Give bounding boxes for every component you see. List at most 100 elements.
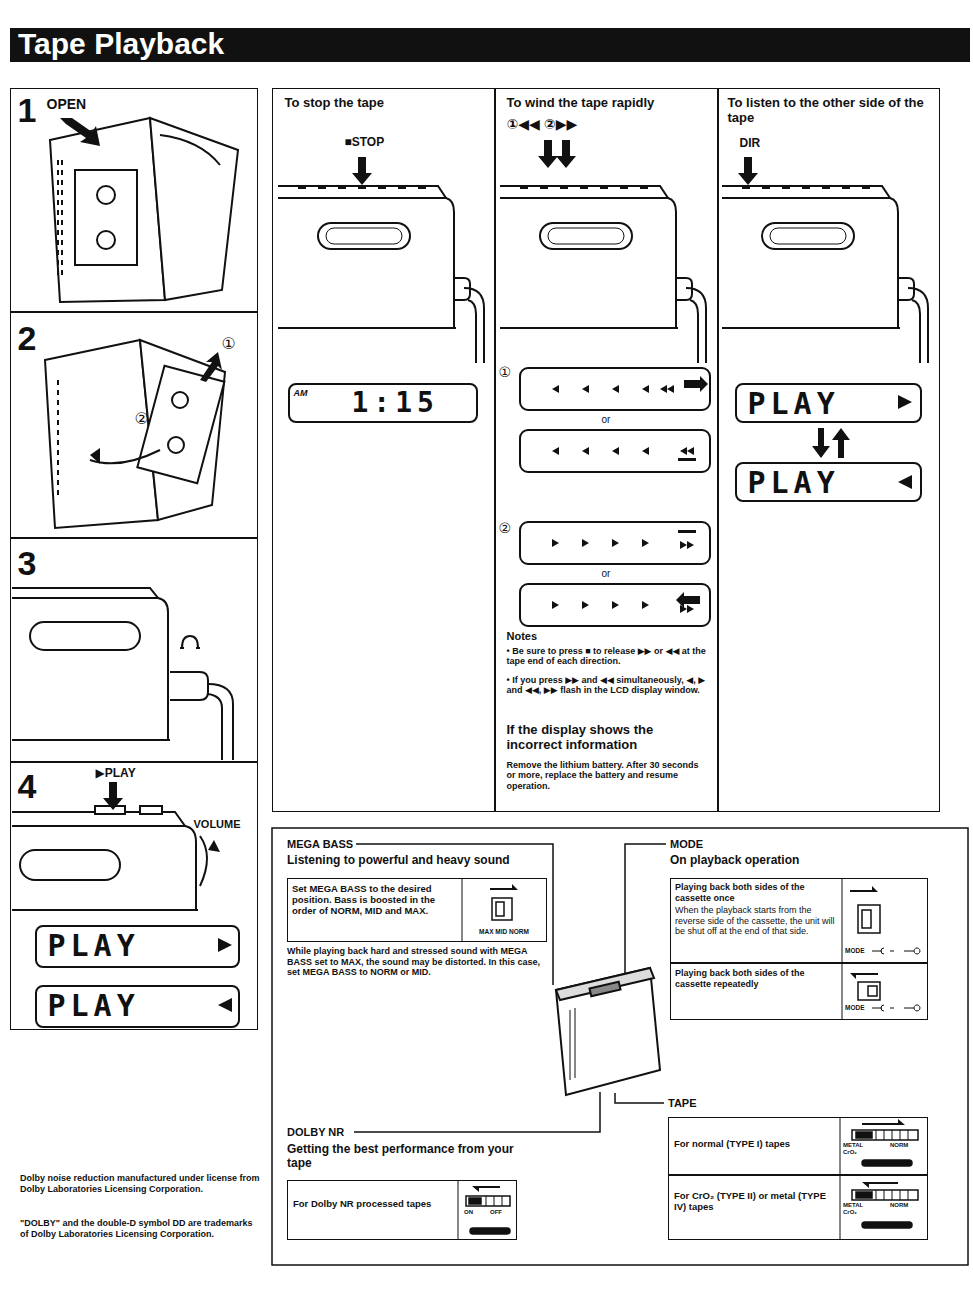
drawing-stroke bbox=[50, 118, 165, 302]
node-heading: To listen to the other side of the tape bbox=[728, 95, 933, 126]
node-text: ① bbox=[499, 364, 517, 381]
step1-open-player bbox=[50, 118, 238, 302]
lcd-display: PLAY bbox=[735, 383, 922, 423]
drawing-stroke bbox=[490, 884, 518, 890]
drawing-stroke bbox=[168, 437, 184, 453]
drawing-stroke bbox=[832, 428, 850, 458]
drawing-stroke bbox=[687, 541, 694, 549]
drawing-stroke bbox=[876, 1190, 908, 1200]
panel: 4▶PLAYVOLUMEPLAYPLAY bbox=[10, 762, 258, 1030]
lcd-display: PLAY bbox=[735, 462, 922, 502]
drawing-stroke bbox=[856, 1192, 872, 1198]
table-row: Playing back both sides of the cassette … bbox=[670, 878, 928, 963]
player-side-view bbox=[556, 968, 660, 1095]
drawing-stroke bbox=[868, 986, 877, 996]
drawing-stroke bbox=[589, 982, 620, 997]
node-text: ■STOP bbox=[345, 135, 415, 149]
drawing-stroke bbox=[852, 1190, 918, 1200]
node-heading: For Dolby NR processed tapes bbox=[293, 1198, 453, 1209]
panel: 1OPEN bbox=[10, 88, 258, 312]
node-heading: 3 bbox=[18, 543, 48, 583]
drawing-stroke bbox=[680, 541, 687, 549]
node-text: NORM bbox=[890, 1142, 920, 1149]
drawing-stroke bbox=[200, 836, 207, 886]
drawing-stroke bbox=[850, 973, 878, 979]
drawing-stroke bbox=[45, 340, 158, 528]
drawing-stroke bbox=[172, 392, 188, 408]
drawing-stroke bbox=[352, 157, 372, 185]
table-row: For normal (TYPE I) tapesMETALNORMCrO₂ bbox=[668, 1117, 928, 1175]
drawing-stroke bbox=[472, 1186, 500, 1192]
drawing-stroke bbox=[842, 878, 843, 1020]
drawing-stroke bbox=[470, 1228, 510, 1234]
section-label: DOLBY NR bbox=[287, 1126, 355, 1139]
drawing-stroke bbox=[500, 186, 706, 363]
node-text: ① bbox=[222, 335, 244, 354]
node-text: OFF bbox=[490, 1209, 508, 1216]
drawing-stroke bbox=[680, 447, 687, 455]
drawing-stroke bbox=[30, 622, 140, 650]
drawing-stroke bbox=[97, 231, 115, 249]
node-heading: To stop the tape bbox=[285, 95, 485, 110]
drawing-stroke bbox=[858, 905, 880, 933]
lcd-display: PLAY bbox=[35, 925, 240, 968]
node-heading: 2 bbox=[18, 318, 48, 358]
node-text: ①◀◀ ②▶▶ bbox=[507, 116, 627, 133]
node-text: • Be sure to press ■ to release ▶▶ or ◀◀… bbox=[507, 646, 707, 667]
page-title: Tape Playback bbox=[18, 27, 224, 61]
drawing-stroke bbox=[862, 910, 871, 928]
drawing-stroke bbox=[208, 840, 220, 852]
lcd-direction-marks bbox=[218, 395, 912, 1012]
drawing-stroke bbox=[570, 1008, 575, 1080]
drawing-stroke bbox=[170, 672, 208, 700]
drawing-stroke bbox=[660, 385, 667, 393]
table-row: Set MEGA BASS to the desired position. B… bbox=[287, 878, 547, 942]
drawing-stroke bbox=[60, 118, 100, 146]
drawing-stroke bbox=[538, 140, 558, 168]
node-heading: Set MEGA BASS to the desired position. B… bbox=[292, 883, 458, 917]
drawing-stroke bbox=[852, 1130, 918, 1140]
drawing-stroke bbox=[90, 450, 160, 463]
drawing-stroke bbox=[150, 118, 238, 300]
node-text: VOLUME bbox=[194, 818, 254, 831]
section-label: MEGA BASS bbox=[287, 838, 355, 851]
drawing-stroke bbox=[722, 186, 928, 363]
drawing-stroke bbox=[615, 1093, 664, 1103]
footnote: "DOLBY" and the double-D symbol DD are t… bbox=[20, 1218, 260, 1239]
node-text: CrO₂ bbox=[843, 1149, 865, 1156]
drawing-stroke bbox=[58, 160, 62, 280]
drawing-stroke bbox=[556, 968, 654, 1000]
drawing-stroke bbox=[850, 886, 878, 892]
lcd-display: AM1:15 bbox=[288, 383, 478, 423]
drawing-stroke bbox=[469, 1198, 481, 1204]
section-label: On playback operation bbox=[670, 853, 920, 867]
node-text: When the playback starts from the revers… bbox=[675, 905, 839, 937]
node-text: Notes bbox=[507, 630, 567, 643]
panel: 3 bbox=[10, 538, 258, 762]
drawing-stroke bbox=[458, 1180, 459, 1240]
drawing-stroke bbox=[520, 584, 710, 626]
drawing-stroke bbox=[12, 588, 158, 598]
drawing-stroke bbox=[95, 806, 125, 814]
drawing-stroke bbox=[738, 157, 758, 185]
panel: To wind the tape rapidly①◀◀ ②▶▶①or②orNot… bbox=[495, 88, 718, 812]
panel: To stop the tape ■STOP AM1:15 bbox=[272, 88, 495, 812]
node-heading: 1 bbox=[18, 90, 48, 130]
node-heading: PLAY bbox=[748, 389, 908, 419]
drawing-stroke bbox=[496, 902, 504, 916]
drawing-stroke bbox=[862, 1119, 905, 1125]
node-heading: PLAY bbox=[748, 468, 908, 498]
node-text: 1:15 bbox=[352, 389, 482, 417]
node-text: METAL bbox=[843, 1202, 869, 1209]
drawing-stroke bbox=[862, 1222, 912, 1228]
lcd-display: PLAY bbox=[35, 985, 240, 1028]
node-text: If the display shows the incorrect infor… bbox=[507, 722, 707, 753]
drawing-stroke bbox=[678, 458, 696, 461]
drawing-stroke bbox=[667, 385, 674, 393]
switch-icons bbox=[466, 884, 920, 1234]
node-heading: To wind the tape rapidly bbox=[507, 95, 712, 110]
node-heading: PLAY bbox=[48, 931, 218, 961]
toggle-arrows bbox=[812, 428, 850, 458]
